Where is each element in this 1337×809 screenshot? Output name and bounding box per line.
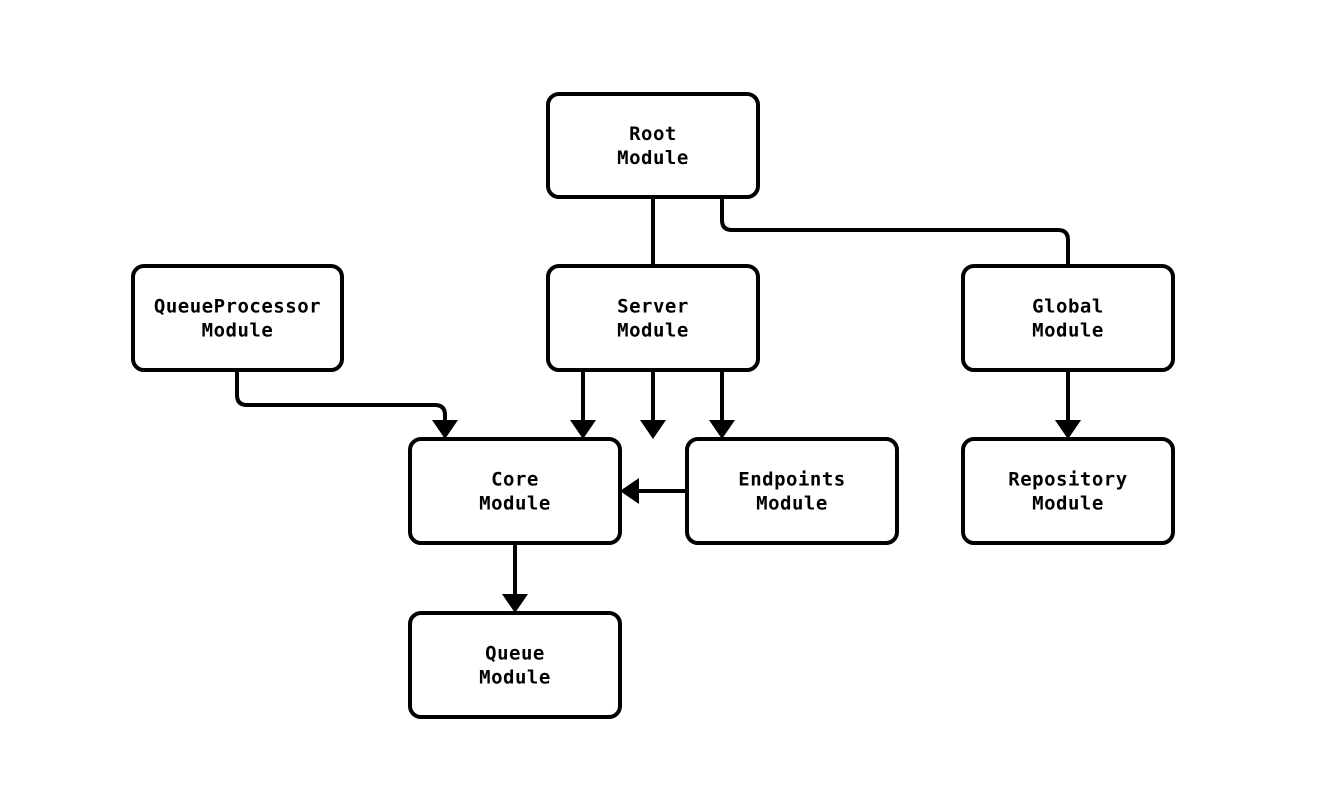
nodes-layer: RootModuleQueueProcessorModuleServerModu… <box>131 92 1175 719</box>
root-module-node-box[interactable] <box>546 92 760 199</box>
edge-core-to-queue-arrowhead-icon <box>502 594 528 613</box>
edge-queueprocessor-to-core-arrowhead-icon <box>432 420 458 439</box>
queue-module-node-label-line1: Queue <box>485 643 545 665</box>
global-module-node-label-line2: Module <box>1032 320 1104 342</box>
edge-core-to-queue <box>502 543 528 613</box>
core-module-node-box[interactable] <box>408 437 622 545</box>
endpoints-module-node-label-line1: Endpoints <box>738 469 845 491</box>
edge-root-to-global-line <box>720 197 1070 424</box>
root-module-node-label-line2: Module <box>617 147 689 169</box>
server-module-node-label-line2: Module <box>617 320 689 342</box>
server-module-node-label-line1: Server <box>617 296 689 318</box>
global-module-node-label-line1: Global <box>1032 296 1104 318</box>
edge-server-to-endpoints <box>709 370 735 439</box>
edge-server-to-core <box>570 370 596 439</box>
edge-queueprocessor-to-core <box>235 370 458 439</box>
queueprocessor-module-node-label-line1: QueueProcessor <box>154 296 321 318</box>
endpoints-module-node-label-line2: Module <box>756 493 828 515</box>
edge-root-to-server-arrowhead-icon <box>640 420 666 439</box>
endpoints-module-node-box[interactable] <box>685 437 899 545</box>
edge-global-to-repository-arrowhead-icon <box>1055 420 1081 439</box>
edge-endpoints-to-core <box>620 478 687 504</box>
core-module-node-label-line2: Module <box>479 493 551 515</box>
edge-endpoints-to-core-arrowhead-icon <box>620 478 639 504</box>
repository-module-node-box[interactable] <box>961 437 1175 545</box>
edge-global-to-repository <box>1055 370 1081 439</box>
root-module-node-label-line1: Root <box>629 123 677 145</box>
queue-module-node-box[interactable] <box>408 611 622 719</box>
queue-module-node-label-line2: Module <box>479 667 551 689</box>
edge-server-to-core-arrowhead-icon <box>570 420 596 439</box>
global-module-node-box[interactable] <box>961 264 1175 372</box>
edge-server-to-endpoints-arrowhead-icon <box>709 420 735 439</box>
repository-module-node-label-line1: Repository <box>1008 469 1127 491</box>
edge-queueprocessor-to-core-line <box>235 370 447 424</box>
edges-layer <box>235 197 1081 613</box>
queueprocessor-module-node-box[interactable] <box>131 264 344 372</box>
core-module-node-label-line1: Core <box>491 469 539 491</box>
server-module-node-box[interactable] <box>546 264 760 372</box>
queueprocessor-module-node-label-line2: Module <box>202 320 274 342</box>
repository-module-node-label-line2: Module <box>1032 493 1104 515</box>
